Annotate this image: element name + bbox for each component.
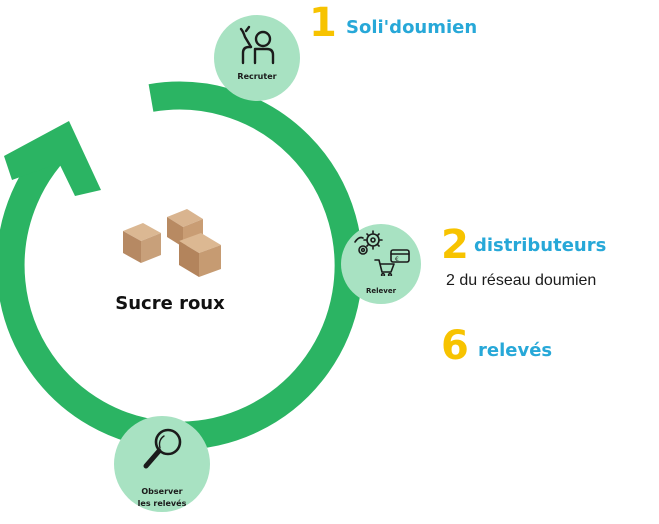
gears-cart-wallet-icon: € (354, 230, 410, 276)
step-collect-label: Relever (365, 287, 397, 295)
magnifier-icon (143, 428, 182, 469)
stat-distributors-number: 2 (441, 222, 469, 268)
arrow-head (4, 121, 101, 196)
stat-distributors-label: distributeurs (474, 235, 607, 256)
step-observe-label-line2: les relevés (137, 499, 187, 508)
stat-volunteers-label: Soli'doumien (346, 17, 478, 38)
stat-readings-label: relevés (478, 340, 553, 361)
stat-volunteers-number: 1 (309, 0, 337, 46)
step-recruit-label: Recruter (237, 72, 277, 81)
sugar-cubes-icon (123, 209, 221, 277)
svg-text:€: € (395, 256, 399, 263)
step-recruit: Recruter (214, 15, 300, 101)
stat-distributors-detail: 2 du réseau doumien (446, 272, 597, 289)
stat-readings-number: 6 (441, 323, 469, 369)
step-collect: € Relever (341, 224, 421, 304)
step-observe: Observer les relevés (114, 416, 210, 512)
raised-hand-icon (239, 25, 275, 65)
product-name: Sucre roux (115, 293, 225, 314)
step-observe-label-line1: Observer (141, 487, 183, 496)
